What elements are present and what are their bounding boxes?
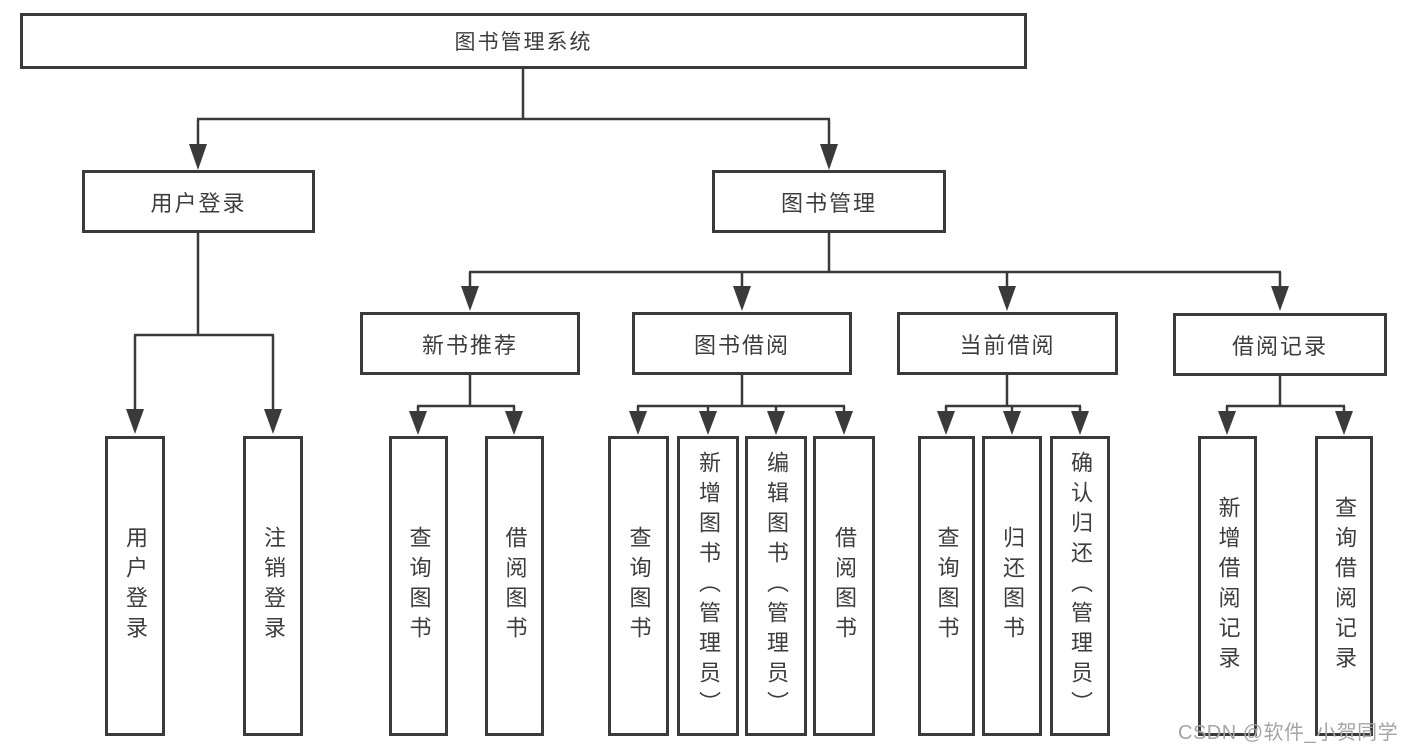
node-book-borrow: 图书借阅 xyxy=(632,312,852,375)
leaf-current-return-books-label: 归还图书 xyxy=(1000,526,1025,646)
watermark: CSDN @软件_小贺同学 xyxy=(1178,722,1399,744)
arrowheads xyxy=(126,144,1353,435)
leaf-records-query-record: 查询借阅记录 xyxy=(1315,436,1373,736)
leaf-records-add-record: 新增借阅记录 xyxy=(1198,436,1257,736)
leaf-borrow-edit-books-admin: 编辑图书（管理员） xyxy=(745,436,807,736)
leaf-newbooks-borrow-books-label: 借阅图书 xyxy=(502,526,528,646)
leaf-records-add-record-label: 新增借阅记录 xyxy=(1215,496,1241,676)
leaf-borrow-edit-books-admin-label: 编辑图书（管理员） xyxy=(764,451,789,721)
node-user-login: 用户登录 xyxy=(82,170,315,233)
leaf-current-confirm-return-admin-label: 确认归还（管理员） xyxy=(1068,451,1093,721)
leaf-borrow-borrow-books: 借阅图书 xyxy=(813,436,875,736)
leaf-newbooks-query-books: 查询图书 xyxy=(389,436,448,736)
leaf-current-query-books: 查询图书 xyxy=(918,436,975,736)
leaf-logout-label: 注销登录 xyxy=(261,526,286,646)
node-current-borrow: 当前借阅 xyxy=(897,312,1118,375)
leaf-logout: 注销登录 xyxy=(243,436,303,736)
node-borrow-records: 借阅记录 xyxy=(1173,313,1387,376)
leaf-borrow-query-books-label: 查询图书 xyxy=(626,526,652,646)
leaf-borrow-add-books-admin-label: 新增图书（管理员） xyxy=(696,451,721,721)
leaf-current-confirm-return-admin: 确认归还（管理员） xyxy=(1050,436,1110,736)
node-book-management: 图书管理 xyxy=(712,170,946,233)
leaf-user-login: 用户登录 xyxy=(105,436,165,736)
node-new-book-recommend: 新书推荐 xyxy=(360,312,580,375)
node-root: 图书管理系统 xyxy=(20,13,1027,69)
leaf-current-return-books: 归还图书 xyxy=(982,436,1042,736)
leaf-records-query-record-label: 查询借阅记录 xyxy=(1332,496,1357,676)
leaf-current-query-books-label: 查询图书 xyxy=(934,526,960,646)
leaf-newbooks-borrow-books: 借阅图书 xyxy=(485,436,544,736)
leaf-borrow-add-books-admin: 新增图书（管理员） xyxy=(677,436,739,736)
leaf-newbooks-query-books-label: 查询图书 xyxy=(406,526,432,646)
leaf-user-login-label: 用户登录 xyxy=(123,526,148,646)
leaf-borrow-query-books: 查询图书 xyxy=(608,436,669,736)
leaf-borrow-borrow-books-label: 借阅图书 xyxy=(832,526,857,646)
